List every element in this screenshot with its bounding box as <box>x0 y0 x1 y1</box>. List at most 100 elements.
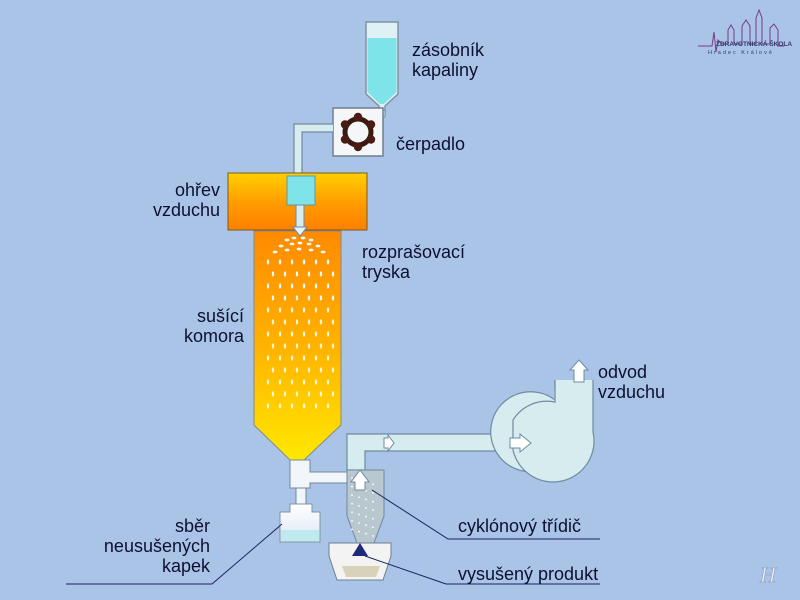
droplet <box>319 343 323 349</box>
flow-arrows <box>350 359 590 491</box>
right-arrow-duct <box>509 432 532 454</box>
droplet <box>278 355 282 361</box>
droplet <box>307 295 311 301</box>
droplet <box>283 319 287 325</box>
up-arrow-outlet <box>568 359 590 383</box>
droplet <box>271 319 275 325</box>
droplet <box>295 271 299 277</box>
droplet <box>331 343 335 349</box>
droplet <box>284 248 290 252</box>
droplet <box>307 391 311 397</box>
dust-particle <box>358 522 360 524</box>
droplet <box>314 355 318 361</box>
droplet <box>314 379 318 385</box>
droplet <box>283 271 287 277</box>
label-chamber: sušící komora <box>184 306 244 346</box>
label-pump: čerpadlo <box>396 134 465 154</box>
droplet <box>331 271 335 277</box>
droplet <box>295 391 299 397</box>
droplet <box>290 379 294 385</box>
droplet <box>319 391 323 397</box>
droplet-collection-vial <box>279 503 321 543</box>
dust-particle <box>365 515 367 518</box>
dust-particle <box>351 519 353 522</box>
droplet <box>290 307 294 313</box>
droplet <box>326 259 330 265</box>
droplet <box>326 307 330 313</box>
label-reservoir: zásobník kapaliny <box>412 40 484 80</box>
label-chamber-line1: sušící <box>196 306 244 326</box>
leader-cyclone <box>371 489 600 540</box>
droplet <box>314 283 318 289</box>
droplet <box>271 343 275 349</box>
droplet <box>266 259 270 265</box>
droplet <box>290 259 294 265</box>
label-heater-line2: vzduchu <box>152 200 220 220</box>
droplet <box>302 403 306 409</box>
dust-particle <box>358 504 360 507</box>
droplet <box>319 367 323 373</box>
droplet <box>326 379 330 385</box>
logo-line1: ZDRAVOTNICKÁ ŠKOLA <box>716 41 793 48</box>
droplet <box>278 403 282 409</box>
chamber-outlet-connector <box>289 459 349 507</box>
air-heater <box>227 172 368 231</box>
label-outlet: odvod vzduchu <box>598 362 665 402</box>
label-collection-line3: kapek <box>161 556 210 576</box>
droplet <box>326 331 330 337</box>
up-arrow-cyclone <box>350 469 370 491</box>
feed-pipe-pump-heater <box>293 123 333 177</box>
droplet <box>266 283 270 289</box>
label-chamber-line2: komora <box>183 326 244 346</box>
droplet <box>326 355 330 361</box>
dust-particle <box>351 494 353 497</box>
droplet <box>326 283 330 289</box>
droplet <box>302 355 306 361</box>
droplet <box>331 391 335 397</box>
label-cyclone: cyklónový třídič <box>458 516 581 536</box>
label-nozzle-line1: rozprašovací <box>362 242 466 262</box>
droplet <box>266 379 270 385</box>
droplet <box>314 331 318 337</box>
label-nozzle-line2: tryska <box>362 262 411 282</box>
spray-nozzle <box>291 226 309 237</box>
droplet <box>290 403 294 409</box>
dust-particle <box>365 524 367 527</box>
dust-particle <box>358 496 360 499</box>
liquid-reservoir <box>365 21 399 113</box>
droplet <box>314 259 318 265</box>
droplet <box>283 343 287 349</box>
droplet <box>331 367 335 373</box>
droplet <box>308 238 314 242</box>
droplet <box>266 355 270 361</box>
droplet <box>314 403 318 409</box>
dust-particle <box>372 526 374 529</box>
droplet <box>271 367 275 373</box>
dust-particle <box>351 502 353 505</box>
droplet <box>331 295 335 301</box>
droplet <box>290 355 294 361</box>
dust-particle <box>351 477 353 479</box>
droplet <box>307 319 311 325</box>
logo-line2: Hradec Králové <box>708 50 774 56</box>
droplet <box>278 307 282 313</box>
droplet <box>302 331 306 337</box>
dust-particle <box>372 483 374 486</box>
droplet <box>266 331 270 337</box>
dust-particle <box>365 532 367 535</box>
label-outlet-line1: odvod <box>598 362 648 382</box>
droplet <box>319 295 323 301</box>
dust-particle <box>372 534 374 537</box>
droplet <box>319 271 323 277</box>
label-cyclone-text: cyklónový třídič <box>458 516 582 536</box>
droplet <box>266 307 270 313</box>
droplet <box>295 367 299 373</box>
dust-particle <box>351 485 353 488</box>
label-collection-line2: neusušených <box>103 536 210 556</box>
droplet <box>302 379 306 385</box>
leader-lines <box>66 489 600 585</box>
label-reservoir-line2: kapaliny <box>412 60 479 80</box>
droplet <box>307 343 311 349</box>
label-nozzle: rozprašovací tryska <box>362 242 465 282</box>
